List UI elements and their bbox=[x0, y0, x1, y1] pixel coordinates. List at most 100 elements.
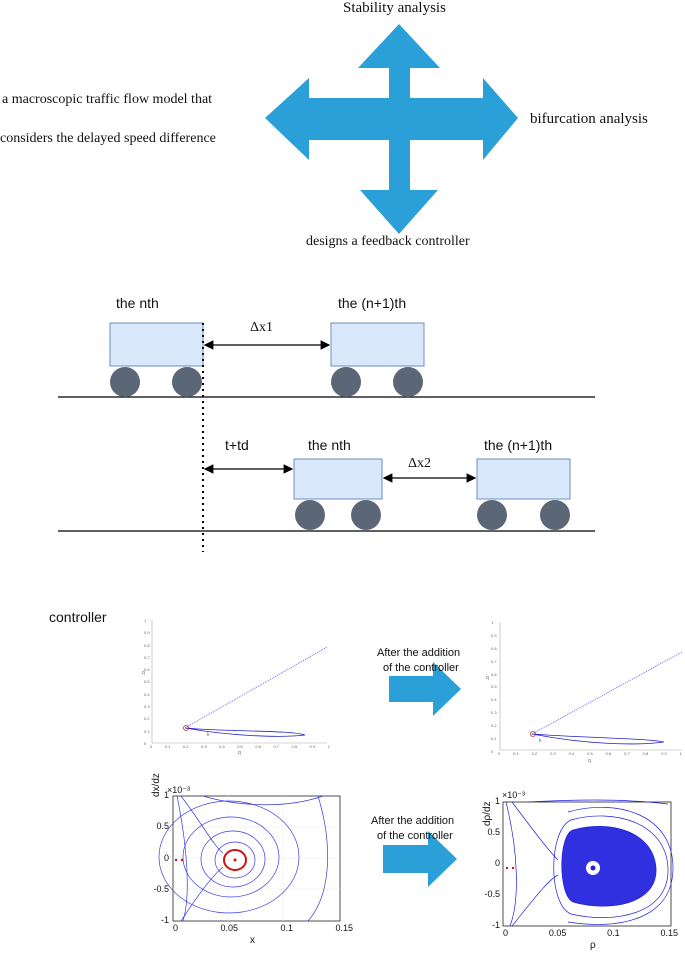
row2-n1th-label: the (n+1)th bbox=[484, 437, 553, 453]
xtick-row: 0 0.05 0.1 0.15 bbox=[173, 923, 353, 933]
tick-label: 0.9 bbox=[661, 751, 667, 756]
wheel-icon bbox=[393, 367, 423, 397]
tick-label: 0.15 bbox=[660, 928, 678, 938]
tick-label: 0 bbox=[163, 852, 169, 863]
tick-label: 0.1 bbox=[280, 923, 293, 933]
tick-label: 0 bbox=[503, 928, 509, 938]
tick-label: 0.3 bbox=[201, 744, 207, 749]
tick-label: 1 bbox=[327, 744, 330, 749]
tick-label: 0.5 bbox=[491, 684, 497, 690]
controller-title: controller bbox=[49, 609, 107, 625]
plot-xlabel: x bbox=[250, 935, 255, 946]
bifurcation-analysis-label: bifurcation analysis bbox=[530, 111, 648, 127]
tick-label: -1 bbox=[160, 915, 169, 925]
ytick-col: 1 0.5 0 -0.5 -1 bbox=[153, 790, 169, 925]
tick-label: 0.5 bbox=[237, 744, 243, 749]
tick-label: 0.8 bbox=[144, 642, 150, 648]
wheel-icon bbox=[110, 367, 140, 397]
feedback-controller-label: designs a feedback controller bbox=[306, 234, 470, 249]
tick-label: 0.4 bbox=[219, 744, 225, 749]
car-diagram-svg bbox=[58, 322, 595, 552]
tick-label: 0.6 bbox=[491, 671, 497, 677]
car-body-n1th-2 bbox=[476, 458, 571, 500]
xtick-row: 0 0.1 0.2 0.3 0.4 0.5 0.6 0.7 0.8 0.9 1 bbox=[498, 751, 682, 756]
tick-label: 0 bbox=[494, 858, 500, 868]
tick-label: 0 bbox=[150, 744, 153, 749]
tick-label: 0.8 bbox=[642, 751, 649, 756]
plot-ylabel: q bbox=[486, 675, 489, 681]
tick-label: 0.7 bbox=[624, 751, 630, 756]
car-body-nth-2 bbox=[293, 458, 383, 500]
tick-label: 0.6 bbox=[605, 751, 612, 756]
controller-note-1-line2: of the controller bbox=[383, 662, 459, 674]
plot-xlabel: q bbox=[588, 758, 591, 764]
plot-xlabel: ρ bbox=[590, 940, 596, 951]
row1-nth-label: the nth bbox=[116, 295, 159, 311]
tick-label: 0 bbox=[491, 748, 494, 754]
xtick-row: 0 0.05 0.1 0.15 bbox=[503, 928, 678, 938]
tick-label: 0.3 bbox=[491, 710, 497, 716]
tick-label: 0.9 bbox=[144, 630, 150, 636]
tick-label: 0.4 bbox=[568, 751, 575, 756]
tick-label: 1 bbox=[491, 620, 494, 625]
plot-exponent: ×10⁻³ bbox=[167, 785, 191, 795]
tick-label: 0.3 bbox=[144, 704, 150, 710]
model-label-line2: considers the delayed speed difference bbox=[0, 131, 216, 146]
tick-label: 0.7 bbox=[491, 658, 497, 664]
ytick-col: 1 0.5 0 -0.5 -1 bbox=[484, 796, 500, 930]
tick-label: 0.1 bbox=[513, 751, 519, 756]
tick-label: 0.05 bbox=[220, 923, 239, 933]
tick-label: 0.7 bbox=[144, 654, 150, 660]
tick-label: -0.5 bbox=[484, 889, 500, 899]
wheel-icon bbox=[540, 500, 570, 530]
wheel-icon bbox=[295, 500, 325, 530]
four-way-arrow-svg bbox=[265, 24, 518, 234]
tick-label: 1 bbox=[144, 618, 147, 623]
model-label-line1: a macroscopic traffic flow model that bbox=[2, 92, 213, 107]
tick-label: 0 bbox=[173, 923, 179, 933]
plot-ylabel: q bbox=[142, 670, 145, 676]
controller-note-1-line1: After the addition bbox=[377, 647, 461, 659]
tick-label: -0.5 bbox=[153, 883, 169, 894]
tick-label: 1 bbox=[163, 790, 169, 800]
tick-label: 0.2 bbox=[491, 723, 497, 729]
tick-label: 0.8 bbox=[491, 645, 497, 651]
tick-label: 0.8 bbox=[291, 744, 298, 749]
tick-label: 0.9 bbox=[491, 632, 497, 638]
tick-label: -1 bbox=[491, 920, 500, 930]
tick-label: 0.2 bbox=[182, 744, 189, 749]
plot-xlabel: q bbox=[238, 750, 241, 756]
tick-label: 1 bbox=[679, 751, 682, 756]
tick-label: 0.4 bbox=[491, 697, 497, 703]
row2-time-label: t+td bbox=[225, 437, 249, 453]
right-arrow-icon bbox=[383, 831, 457, 887]
tick-label: 0.4 bbox=[144, 691, 150, 697]
tick-label: 0.1 bbox=[607, 928, 620, 938]
tick-label: 0.2 bbox=[531, 751, 538, 756]
tick-label: 0.7 bbox=[273, 744, 279, 749]
row1-gap-label: Δx1 bbox=[250, 320, 274, 335]
tick-label: 0.05 bbox=[548, 928, 567, 938]
row2-nth-label: the nth bbox=[308, 437, 351, 453]
tick-label: 0.6 bbox=[144, 667, 150, 673]
tick-label: 0.1 bbox=[144, 728, 150, 734]
right-arrow-icon bbox=[389, 662, 461, 716]
tick-label: 0.5 bbox=[156, 821, 169, 832]
tick-label: 0.5 bbox=[144, 679, 150, 685]
tick-label: 0.9 bbox=[309, 744, 316, 749]
tick-label: 0.6 bbox=[255, 744, 261, 749]
tick-label: 0 bbox=[498, 751, 501, 756]
svg-text:k: k bbox=[539, 738, 542, 744]
tick-label: 0.5 bbox=[587, 751, 593, 756]
tick-label: 0.15 bbox=[335, 923, 353, 933]
controller-note-2-line2: of the controller bbox=[377, 830, 453, 842]
car-body-nth-1 bbox=[109, 322, 204, 367]
tick-label: 1 bbox=[494, 796, 500, 806]
tick-label: 0 bbox=[144, 740, 147, 746]
tick-label: 0.5 bbox=[487, 827, 500, 837]
tick-label: 0.3 bbox=[550, 751, 556, 756]
tick-label: 0.2 bbox=[144, 716, 150, 722]
wheel-icon bbox=[331, 367, 361, 397]
